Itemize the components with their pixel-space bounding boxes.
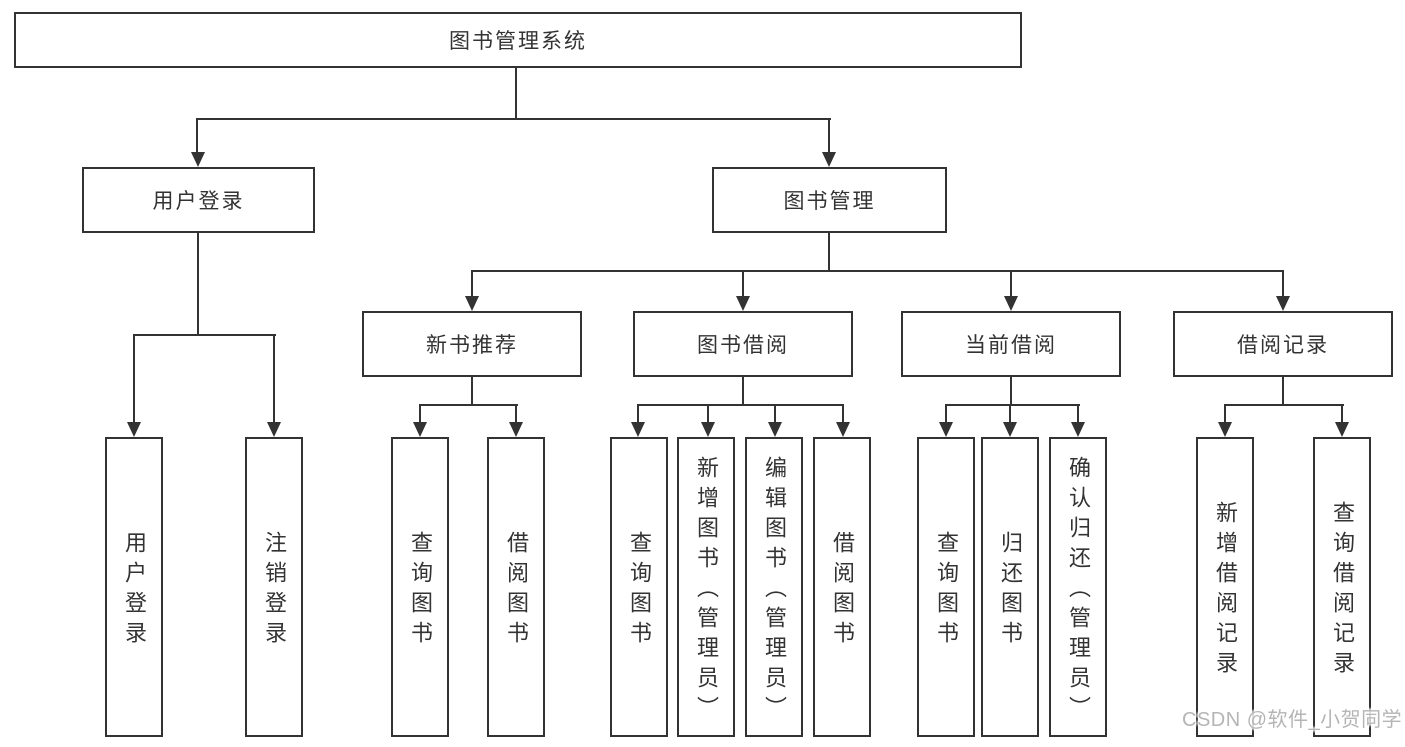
- connector-book-borrow-drop-1: [637, 404, 639, 423]
- connector-borrow-record-stem: [1282, 377, 1284, 406]
- leaf-logout: 注销登录: [245, 437, 303, 737]
- arrow-down-icon: [465, 296, 479, 311]
- node-new-book-recommend: 新书推荐: [362, 311, 582, 377]
- arrow-down-icon: [1218, 422, 1232, 437]
- connector-borrow-record-drop-2: [1341, 404, 1343, 423]
- connector-root-crossbar: [197, 118, 831, 120]
- connector-book-borrow-drop-3: [774, 404, 776, 423]
- leaf-add-book-admin-label: 新增图书（管理员）: [694, 456, 719, 726]
- leaf-borrow-books-recommend: 借阅图书: [487, 437, 545, 737]
- connector-borrow-record-crossbar: [1224, 404, 1344, 406]
- connector-user-login-drop-2: [273, 334, 275, 422]
- connector-current-borrow-crossbar: [945, 404, 1080, 406]
- connector-root-stem: [515, 68, 517, 120]
- connector-book-management-stem: [828, 233, 830, 272]
- node-new-book-recommend-label: 新书推荐: [426, 334, 518, 357]
- connector-user-login-drop-1: [133, 334, 135, 422]
- leaf-query-books-current: 查询图书: [917, 437, 975, 737]
- connector-new-book-recommend-drop-1: [419, 404, 421, 423]
- leaf-return-book-label: 归还图书: [998, 531, 1023, 651]
- arrow-down-icon: [1003, 422, 1017, 437]
- leaf-query-books-borrow: 查询图书: [610, 437, 668, 737]
- node-book-borrow-label: 图书借阅: [697, 334, 789, 357]
- leaf-query-books-current-label: 查询图书: [934, 531, 959, 651]
- node-book-borrow: 图书借阅: [633, 311, 853, 377]
- connector-book-management-crossbar: [471, 270, 1284, 272]
- arrow-down-icon: [631, 422, 645, 437]
- arrow-down-icon: [1335, 422, 1349, 437]
- arrow-down-icon: [736, 296, 750, 311]
- connector-current-borrow-drop-2: [1009, 404, 1011, 423]
- arrow-down-icon: [1276, 296, 1290, 311]
- connector-book-management-drop-1: [471, 270, 473, 298]
- connector-book-borrow-stem: [742, 377, 744, 406]
- arrow-down-icon: [836, 422, 850, 437]
- csdn-watermark: CSDN @软件_小贺同学: [1182, 709, 1403, 731]
- leaf-logout-label: 注销登录: [262, 531, 287, 651]
- connector-current-borrow-stem: [1010, 377, 1012, 406]
- connector-book-borrow-drop-4: [842, 404, 844, 423]
- connector-user-login-stem: [197, 233, 199, 336]
- node-current-borrow: 当前借阅: [901, 311, 1121, 377]
- leaf-add-book-admin: 新增图书（管理员）: [677, 437, 735, 737]
- leaf-user-login: 用户登录: [105, 437, 163, 737]
- connector-current-borrow-drop-3: [1077, 404, 1079, 423]
- connector-book-borrow-drop-2: [707, 404, 709, 423]
- arrow-down-icon: [413, 422, 427, 437]
- connector-user-login-crossbar: [133, 334, 276, 336]
- leaf-borrow-books-recommend-label: 借阅图书: [504, 531, 529, 651]
- connector-borrow-record-drop-1: [1224, 404, 1226, 423]
- leaf-return-book: 归还图书: [981, 437, 1039, 737]
- leaf-query-books-borrow-label: 查询图书: [627, 531, 652, 651]
- arrow-down-icon: [509, 422, 523, 437]
- connector-book-management-drop-4: [1282, 270, 1284, 298]
- leaf-add-borrow-record-label: 新增借阅记录: [1213, 501, 1238, 681]
- leaf-borrow-books-label: 借阅图书: [830, 531, 855, 651]
- arrow-down-icon: [939, 422, 953, 437]
- arrow-down-icon: [1004, 296, 1018, 311]
- connector-root-drop-left: [196, 118, 198, 152]
- node-user-login: 用户登录: [82, 167, 315, 233]
- leaf-confirm-return-admin-label: 确认归还（管理员）: [1066, 456, 1091, 726]
- node-user-login-label: 用户登录: [152, 190, 245, 213]
- arrow-down-icon: [127, 422, 141, 437]
- connector-book-management-drop-3: [1010, 270, 1012, 298]
- connector-book-borrow-crossbar: [637, 404, 844, 406]
- leaf-edit-book-admin-label: 编辑图书（管理员）: [762, 456, 787, 726]
- leaf-query-books-recommend-label: 查询图书: [408, 531, 433, 651]
- node-borrow-record-label: 借阅记录: [1237, 334, 1329, 357]
- arrow-down-icon: [191, 152, 205, 167]
- arrow-down-icon: [822, 152, 836, 167]
- leaf-edit-book-admin: 编辑图书（管理员）: [745, 437, 803, 737]
- connector-root-drop-right: [828, 118, 830, 152]
- node-book-management: 图书管理: [712, 167, 947, 233]
- leaf-user-login-label: 用户登录: [122, 531, 147, 651]
- arrow-down-icon: [768, 422, 782, 437]
- node-root-label: 图书管理系统: [449, 30, 587, 53]
- connector-current-borrow-drop-1: [945, 404, 947, 423]
- connector-book-management-drop-2: [742, 270, 744, 298]
- leaf-add-borrow-record: 新增借阅记录: [1196, 437, 1254, 737]
- arrow-down-icon: [267, 422, 281, 437]
- connector-new-book-recommend-crossbar: [419, 404, 518, 406]
- leaf-query-borrow-record: 查询借阅记录: [1313, 437, 1371, 737]
- arrow-down-icon: [701, 422, 715, 437]
- node-root: 图书管理系统: [14, 12, 1022, 68]
- leaf-borrow-books: 借阅图书: [813, 437, 871, 737]
- node-current-borrow-label: 当前借阅: [965, 334, 1057, 357]
- node-book-management-label: 图书管理: [783, 190, 876, 213]
- arrow-down-icon: [1071, 422, 1085, 437]
- leaf-query-borrow-record-label: 查询借阅记录: [1330, 501, 1355, 681]
- connector-new-book-recommend-drop-2: [515, 404, 517, 423]
- connector-new-book-recommend-stem: [471, 377, 473, 406]
- node-borrow-record: 借阅记录: [1173, 311, 1393, 377]
- leaf-query-books-recommend: 查询图书: [391, 437, 449, 737]
- leaf-confirm-return-admin: 确认归还（管理员）: [1049, 437, 1107, 737]
